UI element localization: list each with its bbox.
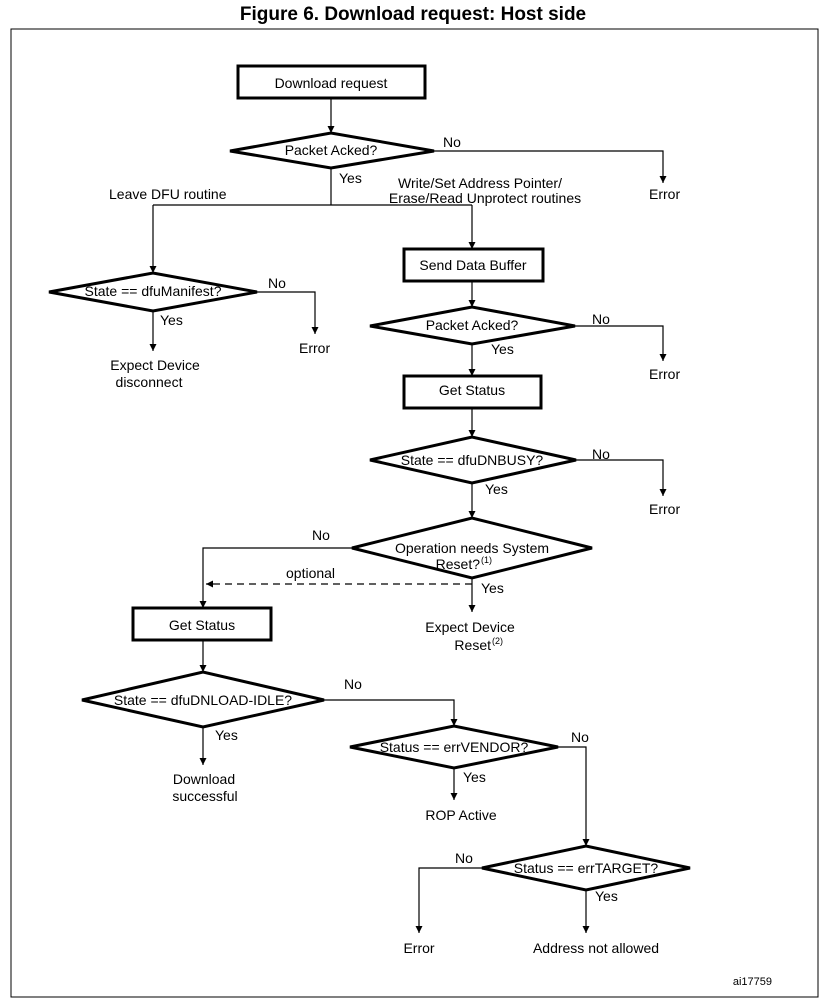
write-set-line2: Erase/Read Unprotect routines bbox=[389, 190, 581, 206]
arrow-dfumanifest-no bbox=[257, 291, 319, 334]
arrow-reset-no bbox=[199, 547, 352, 608]
expect-reset-footnote: (2) bbox=[492, 636, 503, 646]
decision-state-dfudnload-idle: State == dfuDNLOAD-IDLE? bbox=[81, 670, 325, 729]
error-label: Error bbox=[403, 940, 434, 956]
no-label: No bbox=[571, 729, 589, 745]
optional-label: optional bbox=[286, 565, 335, 581]
send-data-buffer-box: Send Data Buffer bbox=[402, 247, 545, 283]
state-dfumanifest-label: State == dfuManifest? bbox=[85, 283, 222, 299]
leave-dfu-routine-label: Leave DFU routine bbox=[109, 186, 227, 202]
yes-label: Yes bbox=[491, 341, 514, 357]
error-label: Error bbox=[649, 186, 680, 202]
yes-label: Yes bbox=[215, 727, 238, 743]
yes-label: Yes bbox=[339, 170, 362, 186]
yes-label: Yes bbox=[595, 888, 618, 904]
arrow-dnbusy-no bbox=[576, 459, 667, 496]
op-needs-reset-footnote: (1) bbox=[481, 555, 492, 565]
rop-active-label: ROP Active bbox=[425, 807, 497, 823]
get-status-label-1: Get Status bbox=[439, 382, 505, 398]
arrow-idle-no bbox=[324, 699, 458, 726]
status-errtarget-label: Status == errTARGET? bbox=[514, 860, 659, 876]
decision-status-errvendor: Status == errVENDOR? bbox=[349, 724, 559, 770]
figure-id: ai17759 bbox=[733, 976, 772, 988]
packet-acked-2-label: Packet Acked? bbox=[426, 317, 519, 333]
decision-state-dfudnbusy: State == dfuDNBUSY? bbox=[369, 435, 577, 485]
get-status-box-1: Get Status bbox=[402, 374, 543, 410]
decision-operation-needs-reset: Operation needs System Reset? (1) bbox=[351, 516, 593, 580]
expect-reset-line2: Reset bbox=[454, 637, 491, 653]
op-needs-reset-line1: Operation needs System bbox=[395, 540, 549, 556]
op-needs-reset-line2: Reset? bbox=[436, 556, 481, 572]
decision-packet-acked-2: Packet Acked? bbox=[369, 305, 576, 346]
download-request-box: Download request bbox=[236, 64, 427, 100]
error-label: Error bbox=[649, 501, 680, 517]
send-data-buffer-label: Send Data Buffer bbox=[419, 257, 526, 273]
arrow-packet-acked-2-no bbox=[575, 325, 667, 361]
error-label: Error bbox=[649, 366, 680, 382]
figure-frame bbox=[10, 28, 819, 998]
expect-disconnect-line1: Expect Device bbox=[110, 357, 200, 373]
get-status-label-2: Get Status bbox=[169, 617, 235, 633]
no-label: No bbox=[443, 134, 461, 150]
packet-acked-1-label: Packet Acked? bbox=[285, 142, 378, 158]
no-label: No bbox=[268, 275, 286, 291]
decision-state-dfumanifest: State == dfuManifest? bbox=[48, 271, 258, 313]
state-dfudnload-idle-label: State == dfuDNLOAD-IDLE? bbox=[114, 692, 292, 708]
download-successful-line1: Download bbox=[173, 771, 235, 787]
no-label: No bbox=[344, 676, 362, 692]
decision-packet-acked-1: Packet Acked? bbox=[229, 131, 435, 170]
address-not-allowed-label: Address not allowed bbox=[533, 940, 659, 956]
get-status-box-2: Get Status bbox=[131, 606, 273, 642]
download-request-label: Download request bbox=[275, 75, 388, 91]
no-label: No bbox=[592, 446, 610, 462]
arrow-errtarget-no bbox=[415, 867, 482, 933]
expect-reset-line1: Expect Device bbox=[425, 619, 515, 635]
status-errvendor-label: Status == errVENDOR? bbox=[380, 739, 529, 755]
download-successful-line2: successful bbox=[172, 788, 237, 804]
no-label: No bbox=[592, 311, 610, 327]
decision-status-errtarget: Status == errTARGET? bbox=[481, 844, 691, 892]
yes-label: Yes bbox=[160, 312, 183, 328]
yes-label: Yes bbox=[463, 769, 486, 785]
figure-title: Figure 6. Download request: Host side bbox=[239, 4, 587, 25]
arrow-errvendor-no bbox=[558, 746, 590, 846]
write-set-line1: Write/Set Address Pointer/ bbox=[398, 175, 562, 191]
state-dfudnbusy-label: State == dfuDNBUSY? bbox=[401, 452, 544, 468]
arrow-packet-acked-1-no bbox=[434, 150, 667, 183]
yes-label: Yes bbox=[485, 481, 508, 497]
expect-disconnect-line2: disconnect bbox=[116, 374, 183, 390]
no-label: No bbox=[455, 850, 473, 866]
no-label: No bbox=[312, 527, 330, 543]
yes-label: Yes bbox=[481, 580, 504, 596]
error-label: Error bbox=[299, 340, 330, 356]
